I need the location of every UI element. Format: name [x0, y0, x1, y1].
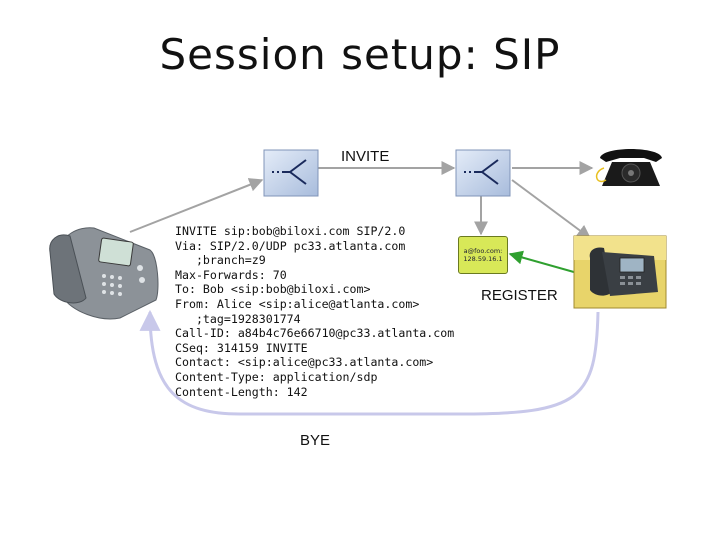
ip-phone-photo-icon — [573, 235, 667, 309]
invite-arrow-1 — [129, 178, 264, 233]
location-db-line-2: 128.59.16.1 — [463, 255, 503, 263]
bye-label: BYE — [300, 432, 331, 449]
message-line: Content-Length: 142 — [175, 384, 308, 399]
register-label: REGISTER — [481, 287, 558, 304]
message-line: To: Bob <sip:bob@biloxi.com> — [175, 282, 371, 297]
sip-invite-message: INVITE sip:bob@biloxi.com SIP/2.0 Via: S… — [175, 224, 454, 399]
message-line: Call-ID: a84b4c76e66710@pc33.atlanta.com — [175, 326, 455, 341]
ip-desk-phone-icon — [49, 227, 159, 320]
sip-proxy-icon — [263, 149, 319, 197]
location-db-line-1: a@foo.com: — [463, 247, 503, 255]
location-database: a@foo.com: 128.59.16.1 — [458, 236, 508, 274]
message-line: Contact: <sip:alice@pc33.atlanta.com> — [175, 355, 434, 370]
message-line: Max-Forwards: 70 — [175, 267, 287, 282]
message-line: INVITE sip:bob@biloxi.com SIP/2.0 — [175, 224, 406, 238]
slide-title: Session setup: SIP — [159, 30, 561, 79]
sip-proxy-icon — [455, 149, 511, 197]
message-line: ;branch=z9 — [175, 253, 266, 268]
proxy-to-phone-arrow — [511, 179, 592, 239]
message-line: Via: SIP/2.0/UDP pc33.atlanta.com — [175, 238, 406, 253]
message-line: From: Alice <sip:alice@atlanta.com> — [175, 296, 420, 311]
message-line: Content-Type: application/sdp — [175, 369, 378, 384]
rotary-telephone-icon — [595, 149, 662, 186]
message-line: CSeq: 314159 INVITE — [175, 340, 308, 355]
bye-arc — [139, 309, 600, 416]
invite-label: INVITE — [341, 148, 390, 165]
message-line: ;tag=1928301774 — [175, 311, 301, 326]
